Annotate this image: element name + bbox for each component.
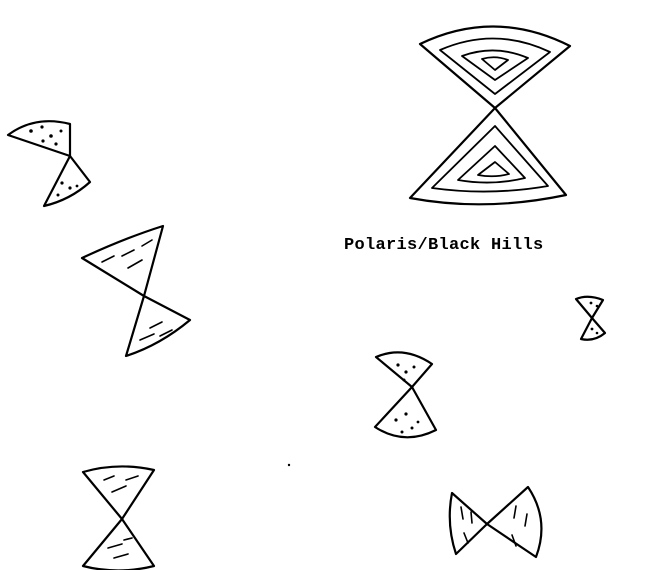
dotted-hourglass-glyph-center: [375, 352, 436, 437]
dotted-hourglass-glyph-upper-left: [8, 121, 90, 206]
hatched-hourglass-glyph-bottom-left: [83, 466, 154, 570]
hatched-hourglass-glyph-left: [82, 226, 190, 356]
concentric-hourglass-glyph: [410, 26, 570, 204]
glyph-caption: Polaris/Black Hills: [344, 236, 544, 255]
small-dotted-hourglass-glyph: [576, 297, 605, 340]
sideways-hourglass-glyph: [450, 487, 542, 557]
stray-speck: [288, 464, 290, 466]
